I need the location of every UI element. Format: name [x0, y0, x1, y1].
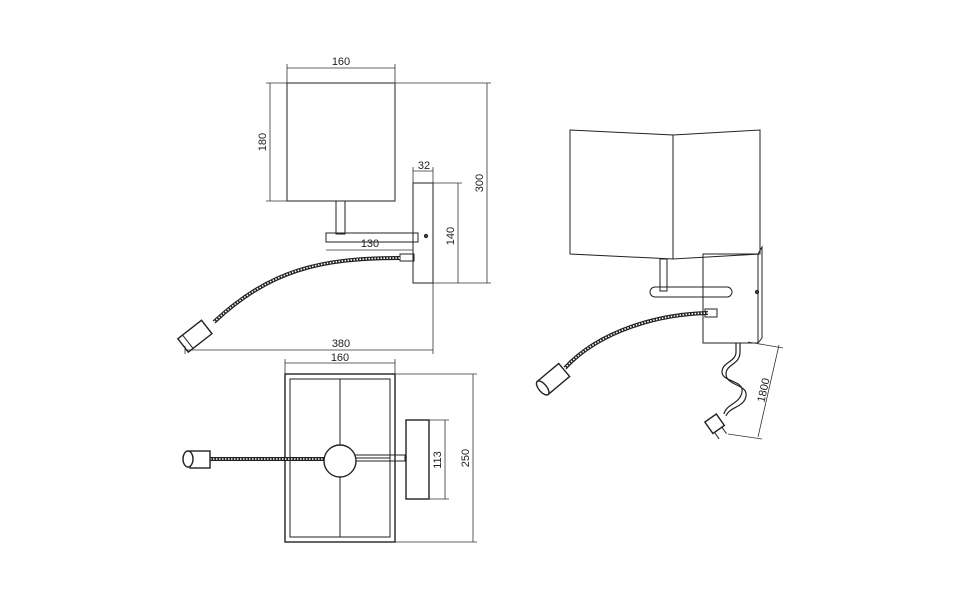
dim-side-arm-length: 130: [361, 238, 379, 250]
persp-cable: [721, 343, 743, 415]
persp-gooseneck: [563, 311, 709, 370]
persp-wall-plate: [702, 245, 763, 344]
persp-arm: [649, 286, 733, 298]
dim-top-base-width: 113: [432, 451, 444, 469]
side-arm: [325, 232, 419, 243]
dim-top-total-depth: 250: [460, 449, 472, 467]
top-wall-plate: [405, 419, 430, 500]
side-view: 160 180 32 130 140 300 380: [176, 56, 491, 354]
side-flex-mount: [399, 253, 415, 262]
dim-side-total-height: 300: [474, 174, 486, 192]
persp-spot-head: [535, 362, 571, 396]
side-gooseneck-inner: [213, 257, 401, 323]
dim-cable-length: 1800: [755, 377, 772, 404]
persp-shade-front: [569, 129, 674, 260]
dim-side-total-length: 380: [332, 338, 350, 350]
top-hub: [323, 444, 357, 478]
side-shade: [286, 82, 396, 202]
side-wall-base: [412, 182, 434, 284]
side-spot-head: [176, 319, 213, 354]
persp-shade-side: [672, 129, 761, 260]
persp-plug: [703, 413, 727, 440]
dim-top-shade-width: 160: [331, 352, 349, 364]
dim-side-shade-height: 180: [257, 133, 269, 151]
side-switch: [423, 233, 429, 239]
perspective-view: 1800: [535, 129, 784, 440]
top-view: 160 113 250: [182, 352, 477, 543]
dim-side-base-height: 140: [445, 227, 457, 245]
side-stem: [335, 200, 346, 235]
dim-side-shade-width: 160: [332, 56, 350, 68]
persp-stem: [659, 258, 668, 292]
dim-side-base-depth: 32: [418, 160, 430, 172]
